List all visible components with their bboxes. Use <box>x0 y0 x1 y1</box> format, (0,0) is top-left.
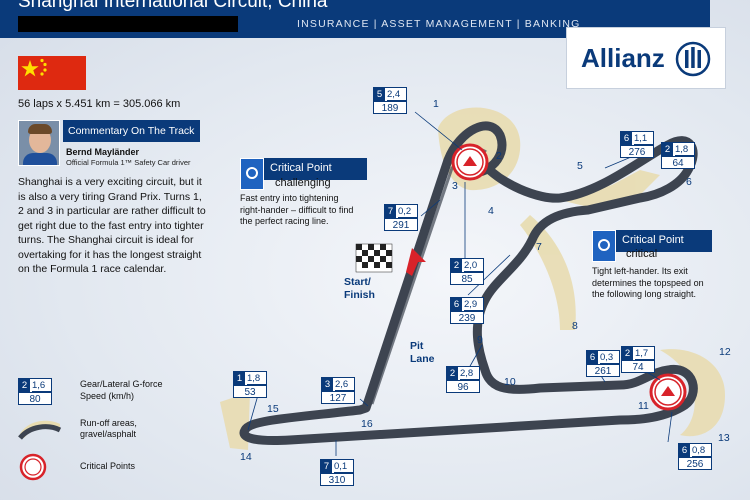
finish-label: Finish <box>344 289 375 301</box>
laps-info: 56 laps x 5.451 km = 305.066 km <box>18 98 181 110</box>
legend-runoff-label: Run-off areas, <box>80 418 137 428</box>
legend-runoff-label: gravel/asphalt <box>80 429 137 439</box>
turn-number: 6 <box>686 176 692 188</box>
turn-number: 13 <box>718 432 730 444</box>
commentator-name: Bernd Mayländer <box>66 147 140 157</box>
allianz-logo: Allianz <box>566 27 726 89</box>
legend-runoff-swatch-icon <box>18 420 62 440</box>
commentary-text: Shanghai is a very exciting circuit, but… <box>18 176 206 275</box>
turn-number: 8 <box>572 320 578 332</box>
flag-stars-icon <box>21 58 47 77</box>
redaction-bar <box>18 16 238 32</box>
page-title: Shanghai International Circuit, China <box>18 0 328 12</box>
pit-label: Pit <box>410 340 424 352</box>
logo-text: Allianz <box>581 43 665 73</box>
critical-point-1-marker <box>451 143 489 181</box>
lane-label: Lane <box>410 353 435 365</box>
critical-point-2-level: critical <box>626 248 658 260</box>
commentator-role: Official Formula 1™ Safety Car driver <box>66 158 191 167</box>
turn-number: 5 <box>577 160 583 172</box>
turn-number: 12 <box>719 346 731 358</box>
critical-point-2-marker <box>649 373 687 411</box>
turn-number: 10 <box>504 376 516 388</box>
turn-number: 11 <box>638 400 649 412</box>
legend-critical-label: Critical Points <box>80 461 136 471</box>
turn-number: 16 <box>361 418 373 430</box>
allianz-emblem-icon <box>675 41 711 77</box>
legend-critical-ring-icon <box>19 453 47 481</box>
turn-number: 3 <box>452 180 458 192</box>
critical-point-1-level: challenging <box>275 177 331 189</box>
turn-number: 15 <box>267 403 279 415</box>
turn-number: 1 <box>433 98 439 110</box>
critical-point-1-description: Fast entry into tightening right-hander … <box>240 193 354 226</box>
turn-number: 2 <box>496 150 502 162</box>
legend-gear-label: Gear/Lateral G-force <box>80 379 163 389</box>
critical-point-1-label: Critical Point <box>240 158 367 190</box>
turn-number: 7 <box>536 241 542 253</box>
critical-point-2-description: Tight left-hander. Its exit determines t… <box>592 266 704 299</box>
checkered-flag-icon <box>355 243 393 273</box>
legend-speed-label: Speed (km/h) <box>80 391 135 401</box>
turn-number: 14 <box>240 451 252 463</box>
turn-number: 4 <box>488 205 494 217</box>
critical-point-icon <box>240 158 264 190</box>
start-direction-arrow-icon <box>406 248 426 276</box>
turn-number: 9 <box>477 334 483 346</box>
start-label: Start/ <box>344 276 371 288</box>
china-flag <box>18 56 86 90</box>
commentary-title: Commentary On The Track <box>63 120 200 142</box>
critical-point-2-label: Critical Point <box>592 230 712 262</box>
critical-point-icon <box>592 230 616 262</box>
driver-photo <box>18 120 60 166</box>
header-subtitle: INSURANCE | ASSET MANAGEMENT | BANKING <box>297 18 581 30</box>
